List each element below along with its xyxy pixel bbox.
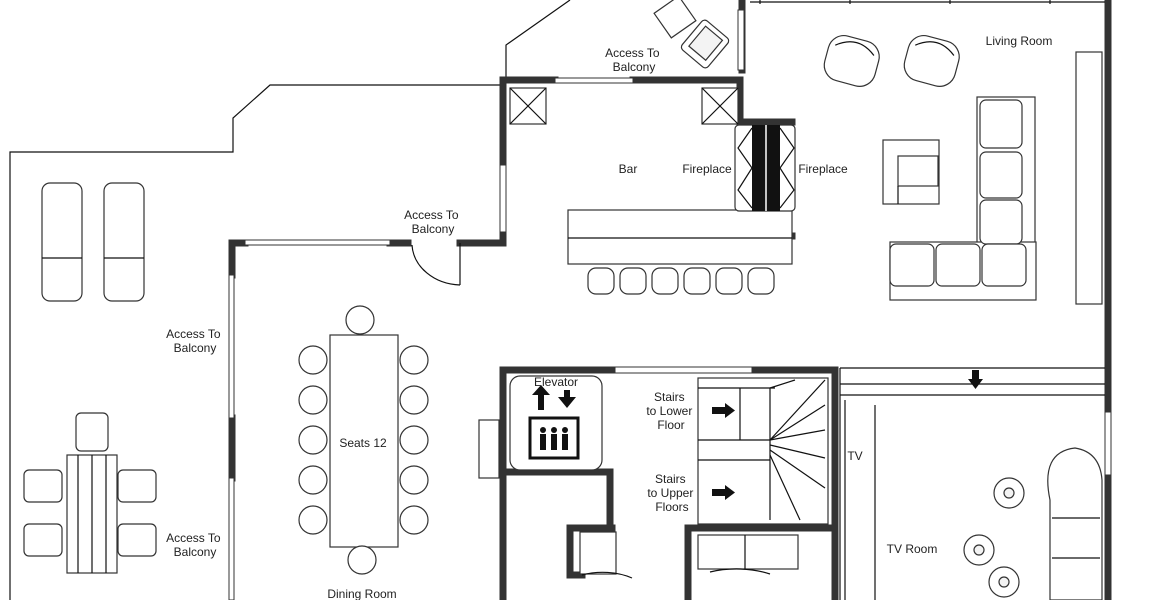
access-balcony-left-upper-label: Access To Balcony [166, 327, 224, 355]
fireplace-right-label: Fireplace [798, 162, 848, 176]
stair-arrows [712, 403, 735, 500]
dining-room-label: Dining Room [327, 587, 396, 600]
elevator [478, 375, 603, 479]
fireplace-left-label: Fireplace [682, 162, 732, 176]
stairs-lower-label: Stairs to Lower Floor [646, 390, 695, 432]
dining-chairs-left [298, 345, 328, 535]
living-room-label: Living Room [986, 34, 1053, 48]
console-table [1075, 51, 1103, 305]
bar-stools [587, 267, 775, 295]
balcony-door [411, 243, 461, 286]
lower-cabinets [579, 531, 799, 579]
windows [228, 0, 1112, 600]
labels: Access To Balcony Access To Balcony Acce… [166, 34, 1052, 600]
sectional-sofa [889, 96, 1037, 301]
tv-room-sofa [1047, 447, 1103, 600]
dining-chairs [298, 305, 429, 575]
down-arrow [968, 370, 983, 389]
dining-table [329, 334, 399, 548]
bar-counter [567, 209, 793, 265]
seats-label: Seats 12 [339, 436, 387, 450]
tv-label: TV [847, 449, 862, 463]
access-balcony-left-lower-label: Access To Balcony [166, 531, 224, 559]
outdoor-table [23, 412, 157, 574]
elevator-label: Elevator [534, 375, 578, 389]
stools [963, 477, 1025, 598]
side-chair [882, 139, 940, 205]
stairs [697, 377, 829, 525]
balcony-chairs-top [653, 0, 730, 69]
sun-loungers [41, 182, 145, 302]
room-divider [839, 367, 1105, 600]
armchairs [823, 35, 960, 87]
dining-chairs-right [399, 345, 429, 535]
bar-label: Bar [619, 162, 638, 176]
stairs-upper-label: Stairs to Upper Floors [647, 472, 696, 514]
access-balcony-top-label: Access To Balcony [605, 46, 663, 74]
balcony-outline [9, 0, 571, 600]
access-balcony-mid-label: Access To Balcony [404, 208, 462, 236]
tv-room-label: TV Room [887, 542, 938, 556]
fireplace [734, 124, 796, 212]
corner-boxes [509, 87, 739, 125]
